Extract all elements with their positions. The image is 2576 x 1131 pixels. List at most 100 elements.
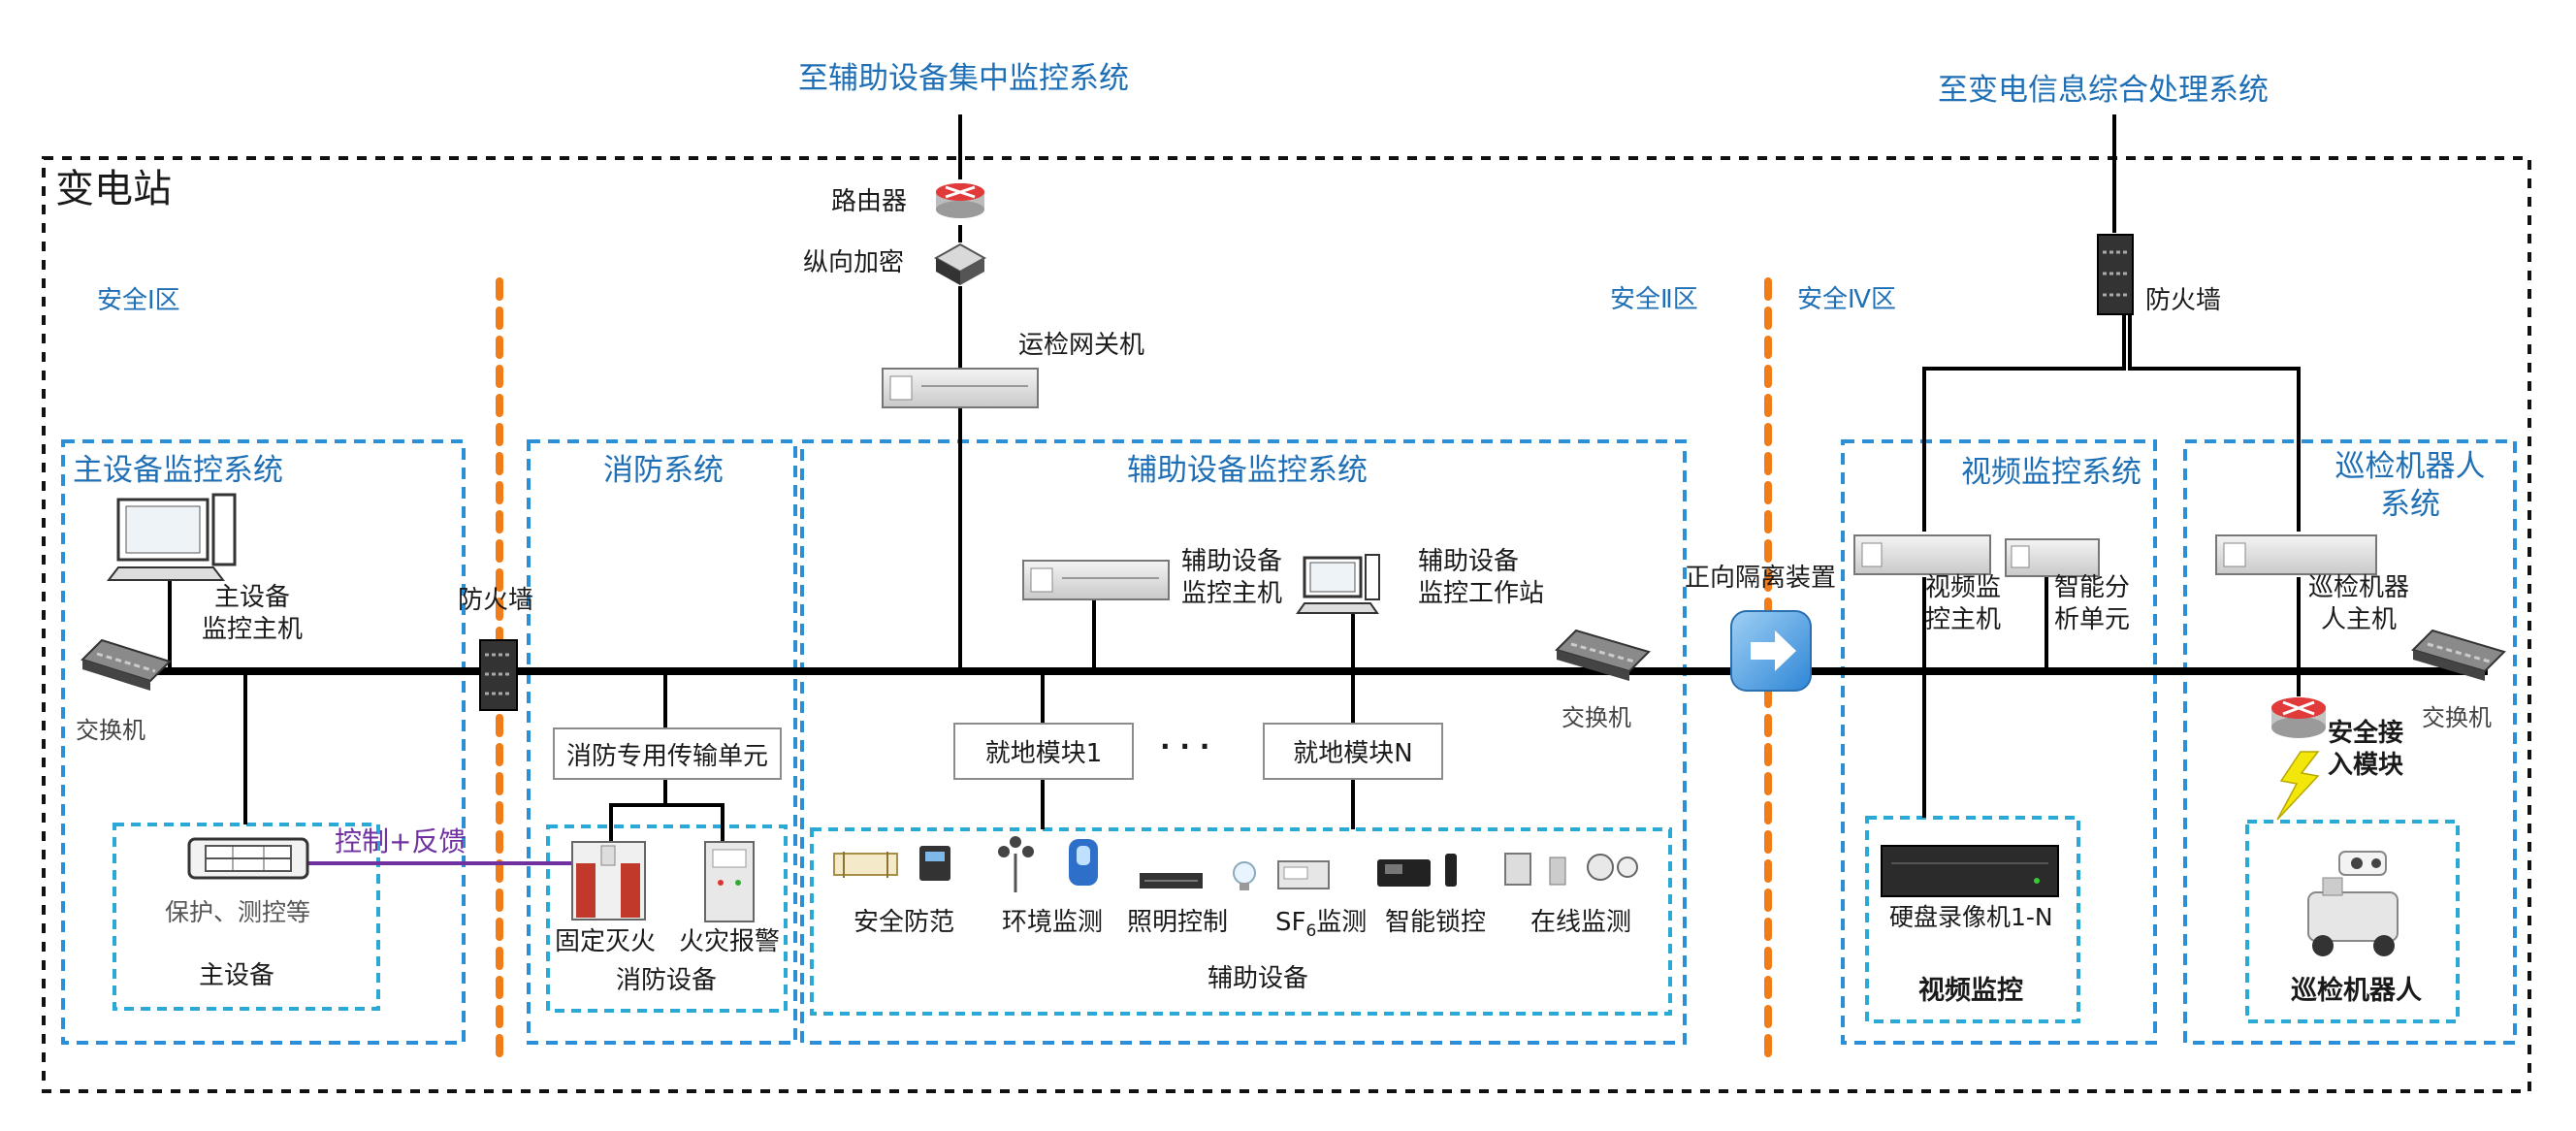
left-switch-icon: [80, 638, 172, 691]
main-monitor-system-title: 主设备监控系统: [73, 453, 283, 488]
router-label: 路由器: [831, 187, 908, 216]
robot-system-title-line2: 系统: [2380, 486, 2440, 522]
online-monitor-icon: [1504, 853, 1638, 886]
right-firewall-label: 防火墙: [2145, 286, 2222, 315]
right-switch-label: 交换机: [2422, 704, 2492, 731]
mid-switch-icon: [1555, 629, 1651, 681]
video-monitor-label: 视频监控: [1918, 976, 2023, 1006]
robot-host-label-line2: 人主机: [2321, 604, 2398, 634]
gateway-server-icon: [882, 368, 1039, 408]
sf6-label-suffix: 监测: [1316, 908, 1368, 937]
fixed-extinguish-label: 固定灭火: [555, 927, 657, 956]
forward-isolation-device-icon: [1730, 610, 1812, 692]
encryption-label: 纵向加密: [803, 248, 905, 277]
bulb-icon: [1233, 861, 1256, 890]
zone4-label: 安全Ⅳ区: [1797, 285, 1896, 314]
analysis-unit-label: 智能分 析单元: [2054, 572, 2130, 635]
fire-alarm-panel-icon: [704, 841, 755, 922]
smart-lock-label: 智能锁控: [1385, 908, 1487, 937]
aux-workstation-label-line1: 辅助设备: [1418, 547, 1520, 576]
wireless-bolt-icon: [2276, 751, 2320, 821]
analysis-unit-label-line1: 智能分: [2054, 573, 2131, 602]
fire-system-box: [527, 439, 797, 1045]
sf6-label-prefix: SF: [1275, 908, 1306, 937]
analysis-unit-icon: [2005, 538, 2100, 577]
robot-system-title: 巡检机器人 系统: [2328, 448, 2493, 524]
aux-monitor-system-box: [800, 439, 1687, 1045]
water-sensor-icon: [1069, 839, 1098, 886]
control-feedback-label: 控制+反馈: [335, 825, 467, 857]
info-system-label: 至变电信息综合处理系统: [1938, 73, 2269, 108]
video-host-label: 视频监 控主机: [1925, 572, 2001, 635]
aux-host-server-icon: [1022, 560, 1170, 600]
robot-system-title-line1: 巡检机器人: [2334, 449, 2486, 484]
main-monitor-system-box: [61, 439, 466, 1045]
protection-relay-icon: [187, 837, 309, 880]
anemometer-icon: [998, 836, 1034, 892]
video-host-label-line2: 控主机: [1925, 604, 2002, 634]
video-equipment-box: [1865, 816, 2080, 1023]
analysis-unit-label-line2: 析单元: [2054, 604, 2131, 634]
robot-system-box: [2183, 439, 2517, 1045]
aux-equipment-box: [810, 827, 1672, 1016]
nvr-label: 硬盘录像机1-N: [1889, 903, 2053, 931]
robot-host-server-icon: [2215, 534, 2377, 575]
fire-equipment-label: 消防设备: [616, 966, 718, 995]
fire-alarm-label: 火灾报警: [679, 927, 781, 956]
aux-workstation-pc-icon: [1296, 554, 1380, 614]
video-host-label-line1: 视频监: [1925, 573, 2002, 602]
station-label: 变电站: [55, 167, 172, 211]
left-switch-label: 交换机: [76, 717, 145, 744]
fixed-extinguisher-icon: [571, 841, 646, 921]
zone2-label: 安全Ⅱ区: [1610, 285, 1698, 314]
aux-host-label-line1: 辅助设备: [1181, 547, 1283, 576]
smart-lock-icon: [1377, 854, 1457, 887]
local-module-1: 就地模块1: [953, 723, 1134, 780]
sf6-monitor-icon: [1277, 860, 1330, 889]
left-firewall-icon: [479, 639, 518, 711]
aux-workstation-label-line2: 监控工作站: [1418, 578, 1545, 608]
main-host-label: 主设备 监控主机: [194, 582, 310, 645]
aux-monitor-system-title: 辅助设备监控系统: [1127, 453, 1368, 488]
inspection-robot-icon: [2307, 851, 2399, 956]
aux-equipment-label: 辅助设备: [1208, 964, 1309, 993]
security-fence-icon: [833, 852, 898, 878]
aux-workstation-label: 辅助设备 监控工作站: [1418, 546, 1544, 609]
aux-host-label-line2: 监控主机: [1181, 578, 1283, 608]
main-equipment-label: 主设备: [199, 961, 275, 990]
robot-equipment-box: [2245, 820, 2460, 1023]
zone1-label: 安全Ⅰ区: [97, 286, 180, 315]
robot-host-label: 巡检机器 人主机: [2308, 572, 2409, 635]
aux-center-label: 至辅助设备集中监控系统: [798, 61, 1129, 96]
isolation-label: 正向隔离装置: [1685, 564, 1837, 593]
protection-label: 保护、测控等: [165, 898, 311, 926]
security-label: 安全防范: [853, 908, 955, 937]
gateway-label: 运检网关机: [1018, 331, 1145, 360]
video-host-server-icon: [1853, 534, 1991, 575]
modules-ellipsis: · · ·: [1160, 730, 1210, 762]
inspection-robot-label: 巡检机器人: [2291, 976, 2422, 1006]
encryption-device-icon: [933, 242, 987, 285]
video-system-title: 视频监控系统: [1961, 455, 2141, 490]
router-icon: [936, 183, 984, 218]
fire-transmission-unit: 消防专用传输单元: [553, 727, 782, 780]
fire-equipment-box: [546, 824, 788, 1013]
main-host-pc-icon: [106, 493, 237, 581]
sf6-label: SF6监测: [1275, 907, 1367, 942]
secure-access-label-line1: 安全接: [2328, 719, 2404, 748]
main-host-label-line2: 监控主机: [201, 614, 303, 644]
environment-label: 环境监测: [1002, 908, 1104, 937]
left-firewall-label: 防火墙: [458, 586, 534, 615]
fire-system-title: 消防系统: [603, 453, 724, 488]
aux-host-label: 辅助设备 监控主机: [1181, 546, 1282, 609]
local-module-n: 就地模块N: [1263, 723, 1443, 780]
secure-access-router-icon: [2271, 697, 2326, 738]
video-system-box: [1841, 439, 2157, 1045]
sf6-label-subscript: 6: [1305, 921, 1317, 942]
access-control-icon: [919, 846, 950, 881]
lighting-controller-icon: [1140, 873, 1203, 889]
robot-host-label-line1: 巡检机器: [2308, 573, 2410, 602]
nvr-recorder-icon: [1881, 845, 2059, 897]
online-monitor-label: 在线监测: [1530, 908, 1632, 937]
